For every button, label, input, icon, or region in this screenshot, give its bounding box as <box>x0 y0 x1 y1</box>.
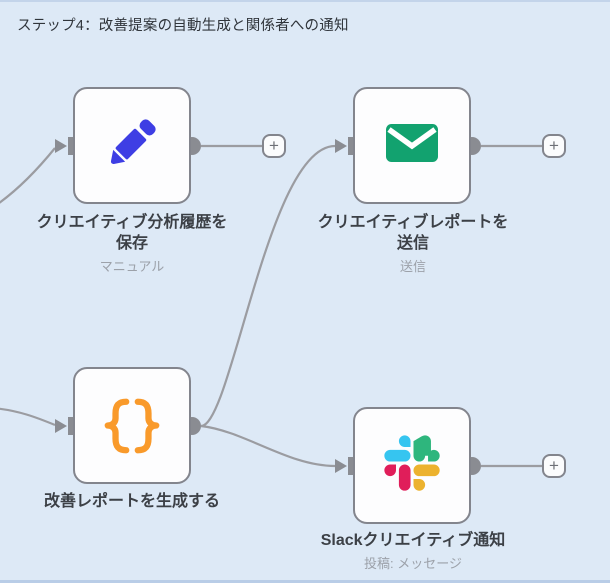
node-title-line: Slackクリエイティブ通知 <box>320 532 506 549</box>
node-label-slack-creative-notify: Slackクリエイティブ通知 投稿: メッセージ <box>283 530 543 572</box>
slack-icon <box>384 435 440 496</box>
input-arrow-icon <box>55 419 67 433</box>
node-title-line: クリエイティブレポートを <box>317 214 509 231</box>
node-subtitle: 投稿: メッセージ <box>364 556 462 571</box>
input-arrow-icon <box>55 139 67 153</box>
pencil-icon <box>103 114 161 177</box>
connection-generate-to-slack[interactable] <box>200 424 336 468</box>
input-arrow-icon <box>335 139 347 153</box>
node-subtitle: マニュアル <box>99 259 165 274</box>
add-node-button[interactable]: + <box>542 454 566 478</box>
curly-braces-icon <box>101 395 163 457</box>
node-subtitle: 送信 <box>399 259 426 274</box>
node-generate-improvement-report[interactable] <box>73 367 191 484</box>
node-label-save-analysis-history: クリエイティブ分析履歴を 保存 マニュアル <box>2 212 262 275</box>
node-title-line: 送信 <box>396 235 429 252</box>
add-node-button[interactable]: + <box>542 134 566 158</box>
node-label-send-creative-report: クリエイティブレポートを 送信 送信 <box>283 212 543 275</box>
node-label-generate-improvement-report: 改善レポートを生成する <box>2 491 262 512</box>
add-node-button[interactable]: + <box>262 134 286 158</box>
node-title-line: 保存 <box>115 235 148 252</box>
node-save-analysis-history[interactable] <box>73 87 191 204</box>
connection-into-generate-node[interactable] <box>0 407 56 427</box>
node-send-creative-report[interactable] <box>353 87 471 204</box>
connection-generate-to-send[interactable] <box>200 144 336 428</box>
node-slack-creative-notify[interactable] <box>353 407 471 524</box>
node-title-line: クリエイティブ分析履歴を <box>36 214 228 231</box>
node-title-line: 改善レポートを生成する <box>43 493 220 510</box>
connection-into-save-node[interactable] <box>0 147 56 208</box>
sticky-note-title: ステップ4：改善提案の自動生成と関係者への通知 <box>17 18 349 34</box>
envelope-icon <box>386 123 438 168</box>
input-arrow-icon <box>335 459 347 473</box>
